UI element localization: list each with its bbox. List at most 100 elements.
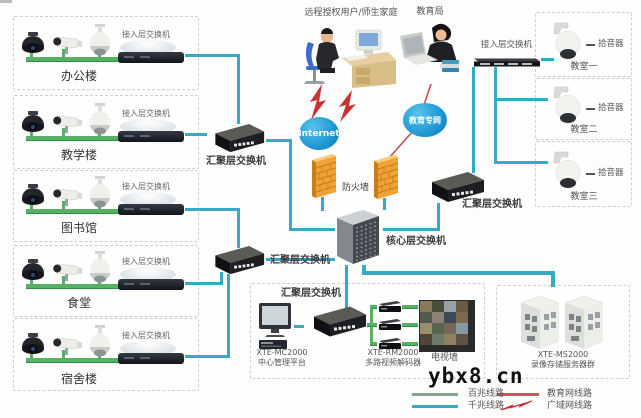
switch-port (140, 283, 150, 285)
building-name: 图书馆 (60, 221, 97, 235)
dome-camera-icon (20, 333, 46, 358)
ptz-dome-camera-icon (549, 21, 585, 61)
switch-port (124, 56, 134, 58)
switch-port (140, 135, 150, 137)
access-switch-icon (118, 267, 186, 291)
gigabit-link (362, 265, 366, 275)
tv-wall-cell (456, 312, 468, 323)
classroom-box-1: 拾音器 教室一 (535, 12, 632, 77)
100m-link (372, 342, 377, 346)
legend-edu-label: 教育网线路 (547, 389, 593, 399)
firewall-label: 防火墙 (342, 183, 370, 193)
tv-wall-cell (456, 323, 468, 334)
ptz-camera-icon (86, 24, 114, 58)
tv-wall-cell (420, 301, 432, 312)
dome-camera-icon (20, 111, 46, 136)
legend-100m-swatch (412, 393, 458, 396)
access-switch-icon (118, 341, 186, 365)
gigabit-link (266, 258, 335, 261)
platform-name: 中心管理平台 (258, 358, 306, 367)
tv-wall-cell (444, 323, 456, 334)
classroom-name: 教室一 (570, 62, 598, 72)
dome-camera-icon (20, 184, 46, 209)
bullet-camera-icon (50, 188, 84, 208)
storage-box: XTE-MS2000 录像存储服务器群 (496, 285, 630, 379)
gigabit-link (227, 274, 230, 357)
access-switch-icon (118, 192, 186, 216)
switch-port (124, 135, 134, 137)
remote-users-label: 远程授权用户/师生家庭 (304, 8, 398, 18)
switch-dome (120, 267, 176, 282)
switch-bar (118, 131, 184, 142)
aggregation-switch-icon (206, 246, 266, 276)
bullet-camera-icon (50, 115, 84, 135)
decoder-name: 多路视频解码器 (365, 358, 421, 367)
education-bureau-figure (396, 20, 462, 82)
ptz-dome-camera-icon (549, 150, 585, 190)
platform-model: XTE-MC2000 (256, 348, 308, 357)
bullet-camera-icon (50, 36, 84, 56)
building-box-teaching: 接入层交换机 教学楼 (13, 95, 199, 169)
tv-wall (419, 300, 475, 352)
tv-wall-cell (444, 312, 456, 323)
gigabit-link (494, 161, 548, 164)
platform-label: XTE-MC2000 中心管理平台 (245, 348, 319, 368)
switch-port (140, 56, 150, 58)
aggregation-switch-label: 汇聚层交换机 (206, 156, 266, 167)
100m-camera-bus-line (26, 284, 136, 289)
access-switch-icon (118, 40, 186, 64)
ptz-camera-icon (86, 325, 114, 359)
decoder-icon (377, 301, 403, 313)
edu-network-link (423, 83, 432, 106)
gigabit-link (494, 98, 548, 101)
bullet-camera-icon (50, 337, 84, 357)
legend-wan-bolt-icon (500, 400, 534, 412)
100m-link (402, 305, 418, 309)
dome-camera-icon (20, 32, 46, 57)
education-network-cloud: 教育专网 (403, 103, 447, 137)
dome-camera-icon (20, 259, 46, 284)
internet-cloud-label: Internet (298, 128, 340, 139)
decoder-icon (377, 319, 403, 331)
gigabit-link (541, 58, 554, 61)
watermark: ybx8.cn (428, 364, 524, 388)
gigabit-link (289, 139, 292, 231)
storage-server-icon (563, 296, 605, 350)
building-name: 宿舍楼 (60, 372, 97, 386)
lightning-bolt-icon (310, 84, 326, 120)
legend-1g-swatch (412, 405, 458, 408)
firewall-icon (372, 155, 400, 199)
bullet-camera-icon (50, 263, 84, 283)
building-name: 教学楼 (60, 148, 97, 162)
gigabit-link (266, 139, 292, 142)
decoder-model: XTE-RM2000 (367, 348, 419, 357)
100m-camera-bus-line (26, 209, 136, 214)
education-network-cloud-label: 教育专网 (409, 115, 441, 125)
core-switch-icon (333, 208, 383, 266)
legend-edu-swatch (497, 393, 539, 396)
gigabit-link (289, 228, 335, 231)
classroom-name: 教室三 (570, 192, 598, 202)
switch-port (124, 283, 134, 285)
pickup-label: 拾音器 (598, 39, 624, 49)
switch-port (140, 208, 150, 210)
legend-wan-label: 广域网线路 (547, 401, 593, 411)
legend-100m-label: 百兆线路 (468, 389, 505, 399)
access-switch-label: 接入层交换机 (122, 30, 170, 39)
gigabit-link (237, 208, 240, 248)
aggregation-switch-icon (206, 124, 266, 154)
tv-wall-cell (456, 301, 468, 312)
building-box-dormitory: 接入层交换机 宿舍楼 (13, 318, 199, 391)
tv-wall-cell (432, 312, 444, 323)
storage-label: XTE-MS2000 录像存储服务器群 (517, 350, 609, 370)
classroom-box-3: 拾音器 教室三 (535, 141, 632, 207)
building-name: 食堂 (66, 296, 91, 310)
100m-camera-bus-line (26, 358, 136, 363)
decoder-icon (377, 338, 403, 350)
ptz-dome-camera-icon (549, 85, 585, 125)
classroom-name: 教室二 (570, 125, 598, 135)
switch-bar (118, 52, 184, 63)
tv-wall-cell (456, 334, 468, 345)
